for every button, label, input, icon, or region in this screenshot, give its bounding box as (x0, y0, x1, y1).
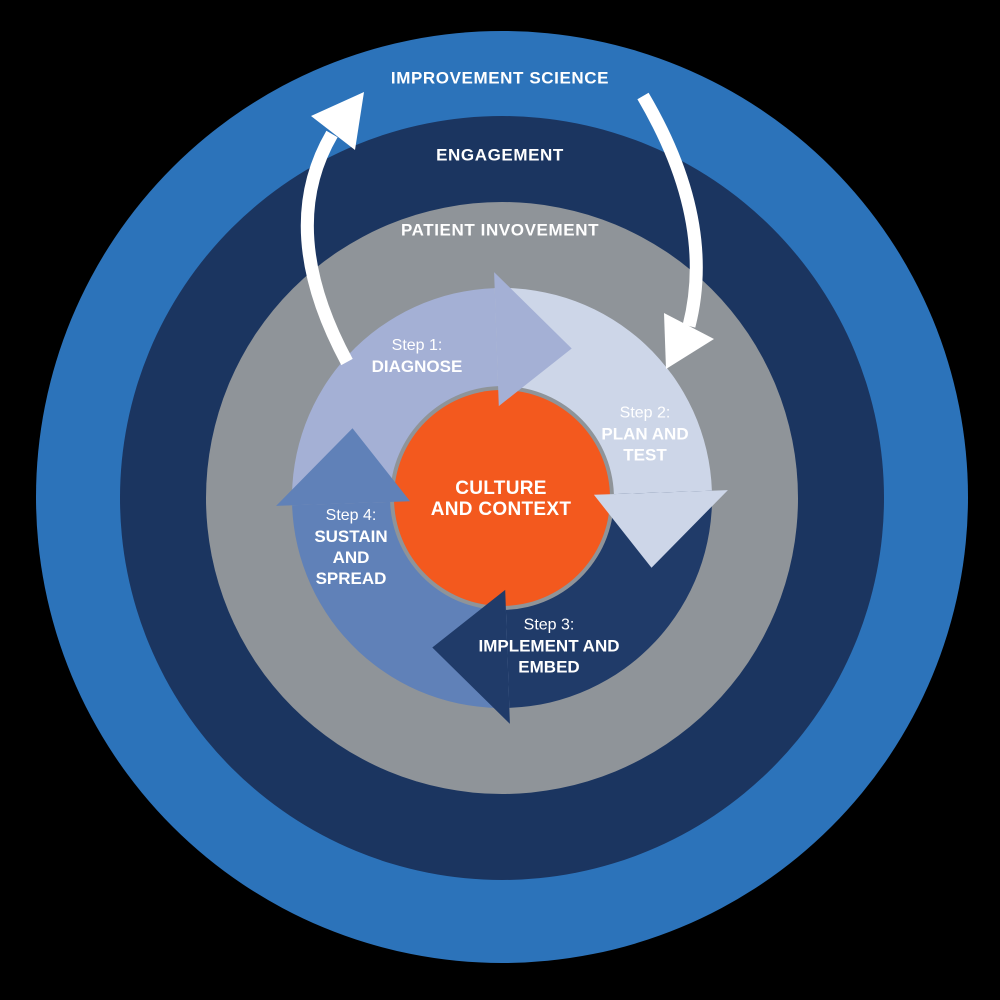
ring-label-improvement-science: IMPROVEMENT SCIENCE (390, 68, 610, 88)
flow-arrow-outward-shaft (300, 130, 353, 366)
step-4-name-line-2: AND (332, 548, 370, 567)
step-1-name: DIAGNOSE (371, 357, 463, 376)
step-4-name-line-1: SUSTAIN (314, 527, 388, 546)
step-3-prefix: Step 3: (523, 616, 575, 634)
center-label-culture-context: CULTURE AND CONTEXT (431, 478, 572, 520)
step-2-name-line-2: TEST (623, 445, 667, 465)
step-2-name-line-1: PLAN AND (601, 424, 689, 444)
step-1-label: Step 1: DIAGNOSE (372, 335, 463, 377)
ring-label-engagement: ENGAGEMENT (436, 145, 564, 165)
step-4-label: Step 4: SUSTAIN AND SPREAD (314, 505, 387, 589)
step-4-name-line-3: SPREAD (315, 569, 387, 588)
center-circle-culture-context (394, 390, 610, 606)
step-2-prefix: Step 2: (619, 404, 671, 422)
step-1-prefix: Step 1: (391, 337, 443, 354)
step-3-name-line-1: IMPLEMENT AND (478, 636, 620, 656)
center-label-line-1: CULTURE (455, 478, 547, 499)
flow-arrow-outward-head-icon (311, 92, 364, 150)
step-1-arrowhead-icon (494, 272, 572, 407)
step-4-arrowhead-icon (276, 428, 411, 506)
step-3-label: Step 3: IMPLEMENT AND EMBED (478, 615, 619, 678)
step-3-name-line-2: EMBED (518, 657, 580, 677)
flow-arrow-inward-head-icon (664, 313, 714, 369)
step-4-prefix: Step 4: (325, 507, 377, 524)
flow-arrow-inward-shaft (637, 92, 703, 328)
step-3-arrowhead-icon (432, 589, 510, 724)
flow-arrow-inward (637, 92, 714, 369)
ring-label-patient-involvement: PATIENT INVOVEMENT (400, 220, 600, 240)
step-2-arrowhead-icon (593, 490, 728, 568)
center-label-line-2: AND CONTEXT (430, 499, 572, 520)
flow-arrow-outward (300, 92, 364, 366)
step-2-label: Step 2: PLAN AND TEST (601, 403, 688, 466)
